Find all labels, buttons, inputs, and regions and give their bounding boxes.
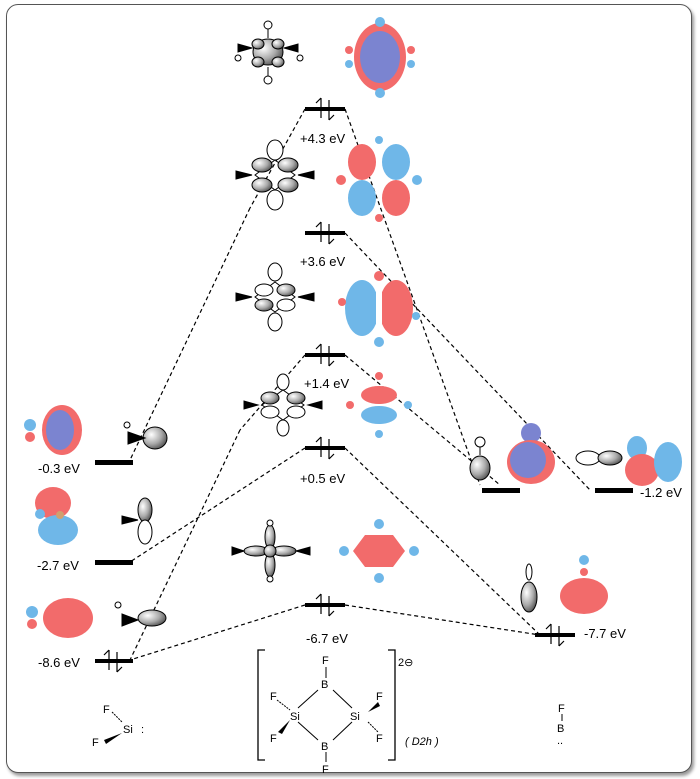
- right-orbital-cartoon-1: [469, 436, 491, 481]
- symmetry-label: ( D2h ): [405, 736, 439, 748]
- right-orbital-isosurface-3: [560, 555, 608, 614]
- right-orbital-isosurface-2: [625, 436, 682, 486]
- left-orbital-cartoon-2: [121, 497, 153, 545]
- figure-frame: [6, 4, 692, 773]
- energy-label: +3.6 eV: [300, 254, 346, 269]
- left-orbital-isosurface-1: [24, 405, 82, 455]
- energy-label: -8.6 eV: [38, 655, 80, 670]
- center-molecule-structure: 2⊖ F B Si Si B F F F F F ( D2h ): [257, 649, 439, 776]
- center-level-5: -6.7 eV: [305, 593, 348, 646]
- atom-label: B: [321, 741, 328, 753]
- energy-label: -6.7 eV: [306, 631, 348, 646]
- atom-label: F: [270, 691, 277, 703]
- orbital-isosurface-4: [346, 372, 412, 438]
- right-level-1: -1.2 eV: [482, 485, 682, 500]
- orbital-isosurface-2: [336, 136, 422, 222]
- atom-label: B: [321, 679, 328, 691]
- lone-pair: ..: [557, 735, 563, 747]
- energy-label: -0.3 eV: [38, 461, 80, 476]
- energy-label: -1.2 eV: [640, 485, 682, 500]
- lone-pair: :: [141, 724, 144, 736]
- atom-label: Si: [350, 711, 360, 723]
- left-level-1: -0.3 eV: [38, 460, 133, 476]
- atom-label: F: [322, 764, 329, 776]
- left-orbital-cartoon-1: [123, 421, 168, 450]
- atom-label: Si: [123, 724, 133, 736]
- orbital-isosurface-1: [345, 17, 415, 98]
- orbital-isosurface-3: [338, 271, 420, 347]
- energy-label: -7.7 eV: [584, 626, 626, 641]
- orbital-isosurface-5: [339, 519, 419, 583]
- atom-label: Si: [290, 711, 300, 723]
- energy-label: +0.5 eV: [300, 471, 346, 486]
- atom-label: F: [92, 737, 99, 749]
- left-orbital-cartoon-3: [114, 601, 167, 627]
- bf-structure: F B ..: [557, 703, 565, 747]
- energy-label: +4.3 eV: [300, 131, 346, 146]
- orbital-cartoon-3: [235, 262, 315, 332]
- orbital-cartoon-1: [234, 20, 304, 85]
- center-level-2: +3.6 eV: [300, 221, 346, 269]
- orbital-cartoon-2: [235, 139, 315, 211]
- energy-label: -2.7 eV: [37, 558, 79, 573]
- sif2-structure: F Si : F: [92, 704, 144, 749]
- atom-label: F: [376, 691, 383, 703]
- right-orbital-cartoon-2: [575, 450, 623, 466]
- left-orbital-isosurface-3: [26, 598, 93, 638]
- center-level-3: +1.4 eV: [304, 343, 350, 391]
- left-orbital-isosurface-2: [35, 487, 78, 545]
- atom-label: F: [558, 703, 565, 715]
- energy-label: +1.4 eV: [304, 376, 350, 391]
- left-level-3: -8.6 eV: [38, 649, 133, 673]
- orbital-cartoon-4: [243, 373, 323, 437]
- center-level-1: +4.3 eV: [300, 97, 346, 146]
- atom-label: F: [103, 704, 110, 716]
- charge-label: 2⊖: [398, 657, 413, 669]
- right-level-2: -7.7 eV: [535, 623, 626, 647]
- right-orbital-isosurface-1: [507, 423, 555, 484]
- right-orbital-cartoon-3: [520, 563, 538, 613]
- orbital-cartoon-5: [231, 519, 311, 583]
- atom-label: F: [376, 733, 383, 745]
- atom-label: F: [322, 655, 329, 667]
- center-level-4: +0.5 eV: [300, 436, 346, 486]
- left-level-2: -2.7 eV: [37, 558, 133, 573]
- atom-label: B: [557, 723, 564, 735]
- atom-label: F: [270, 733, 277, 745]
